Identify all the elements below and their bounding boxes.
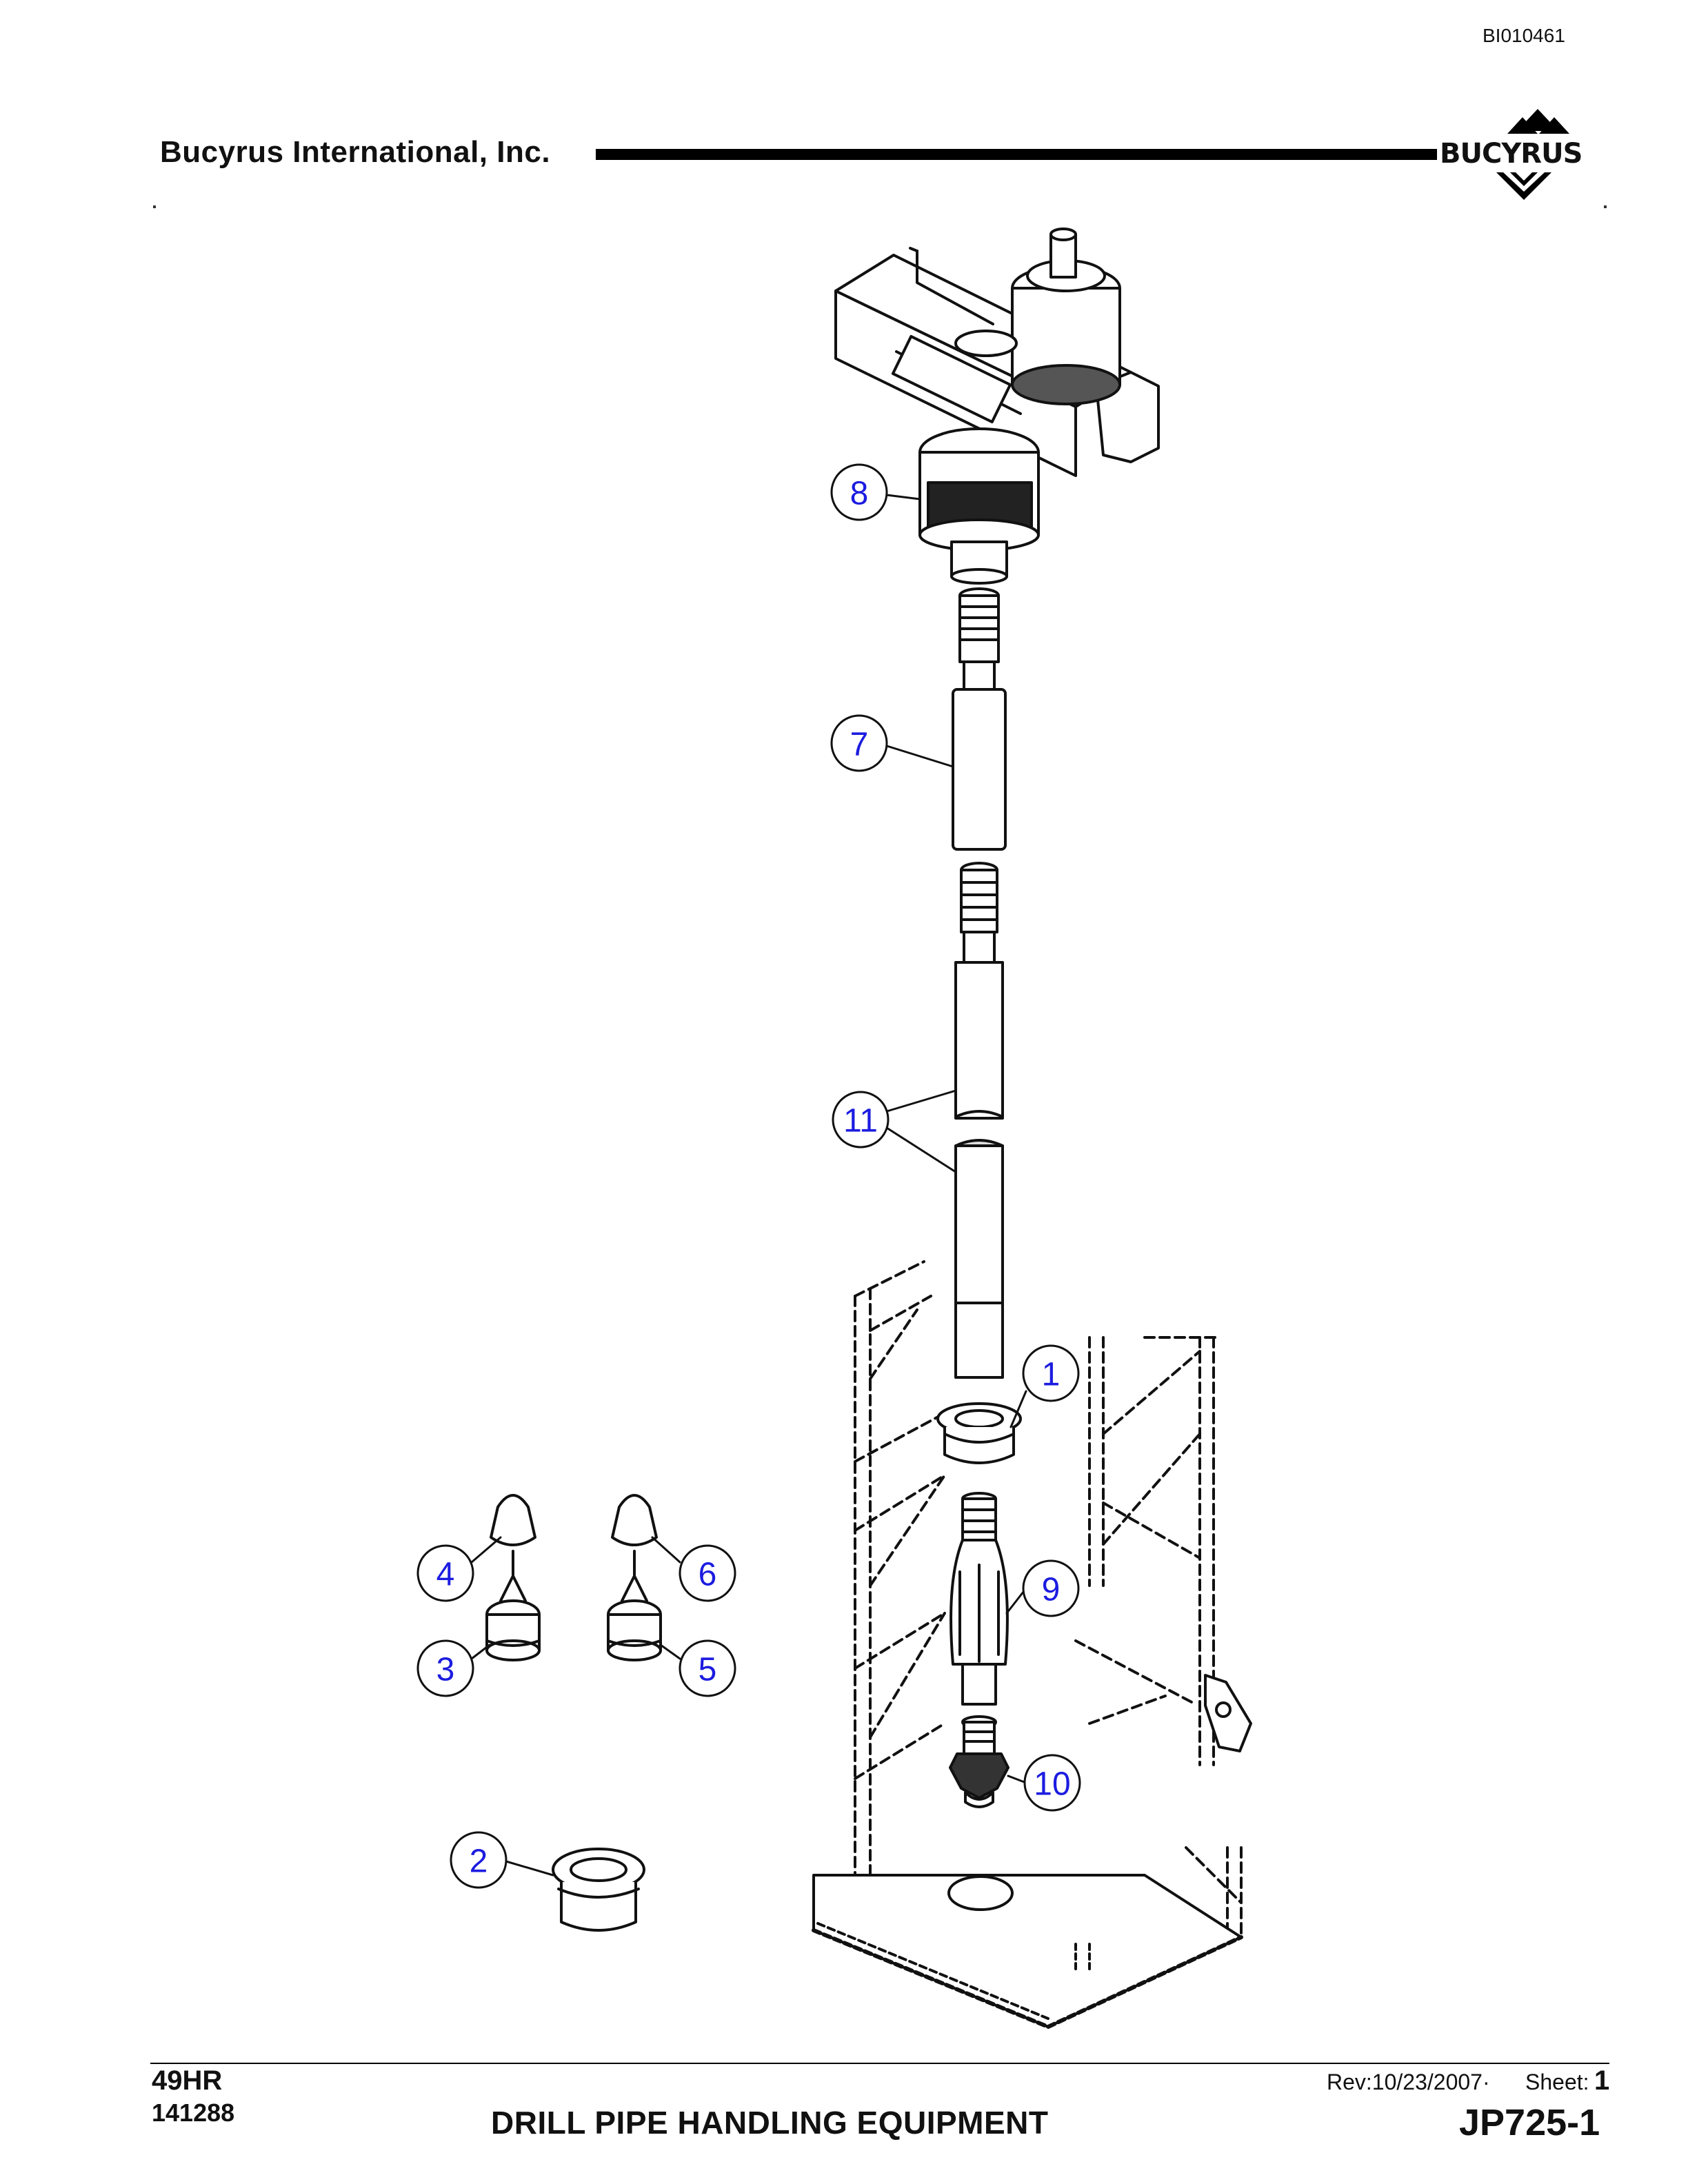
sheet-number: 1 xyxy=(1594,2065,1610,2096)
part-2 xyxy=(552,1848,645,1932)
logo-wordmark: BUCYRUS xyxy=(1440,138,1582,170)
callout-3: 3 xyxy=(436,1652,455,1688)
part-number: 141288 xyxy=(152,2099,235,2127)
callout-8: 8 xyxy=(850,476,869,512)
callout-10: 10 xyxy=(1034,1766,1070,1803)
rotary-head-assembly xyxy=(834,228,1160,585)
document-id: BI010461 xyxy=(1483,25,1565,46)
company-name: Bucyrus International, Inc. xyxy=(160,135,551,169)
callout-circle xyxy=(679,1544,736,1602)
callout-9: 9 xyxy=(1042,1572,1061,1608)
margin-dot xyxy=(1604,205,1607,208)
header-rule xyxy=(596,149,1437,160)
margin-dot xyxy=(153,205,156,208)
drawing-title: DRILL PIPE HANDLING EQUIPMENT xyxy=(491,2105,1049,2141)
drill-pipe-11 xyxy=(954,862,1004,1379)
callout-circle xyxy=(1022,1344,1080,1402)
sheet-label: Sheet: xyxy=(1525,2070,1589,2094)
callout-1: 1 xyxy=(1042,1357,1061,1393)
bushing-1 xyxy=(936,1402,1022,1464)
drawing-number: JP725-1 xyxy=(1459,2102,1600,2143)
pipe-adapter-7 xyxy=(952,587,1007,851)
callout-circle xyxy=(416,1639,474,1697)
bucyrus-logo-icon xyxy=(1496,109,1569,200)
footer-rule xyxy=(150,2063,1609,2064)
revision-date: Rev:10/23/2007· xyxy=(1327,2070,1490,2094)
callout-11: 11 xyxy=(843,1103,878,1140)
callout-circle xyxy=(416,1544,474,1602)
callout-circle xyxy=(830,463,888,521)
callout-2: 2 xyxy=(470,1843,488,1880)
callout-circle xyxy=(1023,1754,1081,1812)
mast-clamp xyxy=(1204,1674,1252,1752)
callout-circle xyxy=(830,714,888,772)
deck-bushing-9 xyxy=(950,1492,1009,1706)
callout-leaders xyxy=(470,494,1027,1877)
callout-7: 7 xyxy=(850,727,869,763)
part-4-3 xyxy=(485,1494,541,1661)
callout-circle xyxy=(679,1639,736,1697)
part-6-5 xyxy=(607,1494,662,1661)
callout-circle xyxy=(1022,1559,1080,1617)
callout-circle xyxy=(450,1831,508,1889)
bit-10 xyxy=(949,1715,1009,1808)
callout-circle xyxy=(832,1091,890,1149)
model-number: 49HR xyxy=(152,2065,223,2096)
callout-5: 5 xyxy=(699,1652,717,1688)
callout-4: 4 xyxy=(436,1557,455,1593)
callout-6: 6 xyxy=(699,1557,717,1593)
drill-deck xyxy=(812,1874,1243,2029)
